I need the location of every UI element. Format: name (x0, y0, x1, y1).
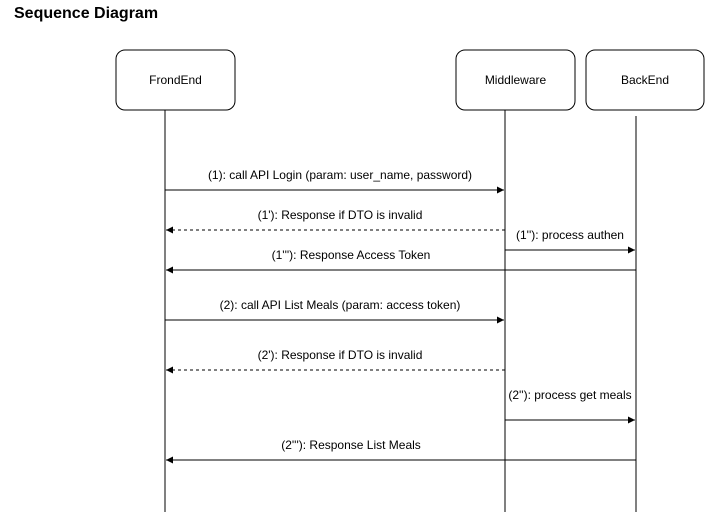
message-1-double-prime: (1''): process authen (505, 228, 635, 254)
message-label: (1'''): Response Access Token (272, 248, 431, 262)
participant-middleware-label: Middleware (485, 73, 547, 87)
message-1-triple-prime: (1'''): Response Access Token (166, 248, 636, 274)
participant-backend-label: BackEnd (621, 73, 669, 87)
message-label: (2'''): Response List Meals (281, 438, 421, 452)
message-2: (2): call API List Meals (param: access … (165, 298, 504, 324)
message-label: (1''): process authen (516, 228, 624, 242)
message-label: (2''): process get meals (508, 388, 631, 402)
message-1: (1): call API Login (param: user_name, p… (165, 168, 504, 194)
participant-frontend-label: FrondEnd (149, 73, 202, 87)
page-title: Sequence Diagram (14, 5, 159, 22)
message-label: (1): call API Login (param: user_name, p… (208, 168, 472, 182)
participant-frontend[interactable]: FrondEnd (115, 49, 236, 111)
participant-backend[interactable]: BackEnd (585, 49, 705, 111)
message-label: (2): call API List Meals (param: access … (220, 298, 461, 312)
message-2-prime: (2'): Response if DTO is invalid (166, 348, 505, 374)
message-label: (2'): Response if DTO is invalid (258, 348, 423, 362)
participant-middleware[interactable]: Middleware (455, 49, 576, 111)
message-1-prime: (1'): Response if DTO is invalid (166, 208, 505, 234)
message-label: (1'): Response if DTO is invalid (258, 208, 423, 222)
message-2-double-prime: (2''): process get meals (505, 388, 635, 424)
message-2-triple-prime: (2'''): Response List Meals (166, 438, 636, 464)
